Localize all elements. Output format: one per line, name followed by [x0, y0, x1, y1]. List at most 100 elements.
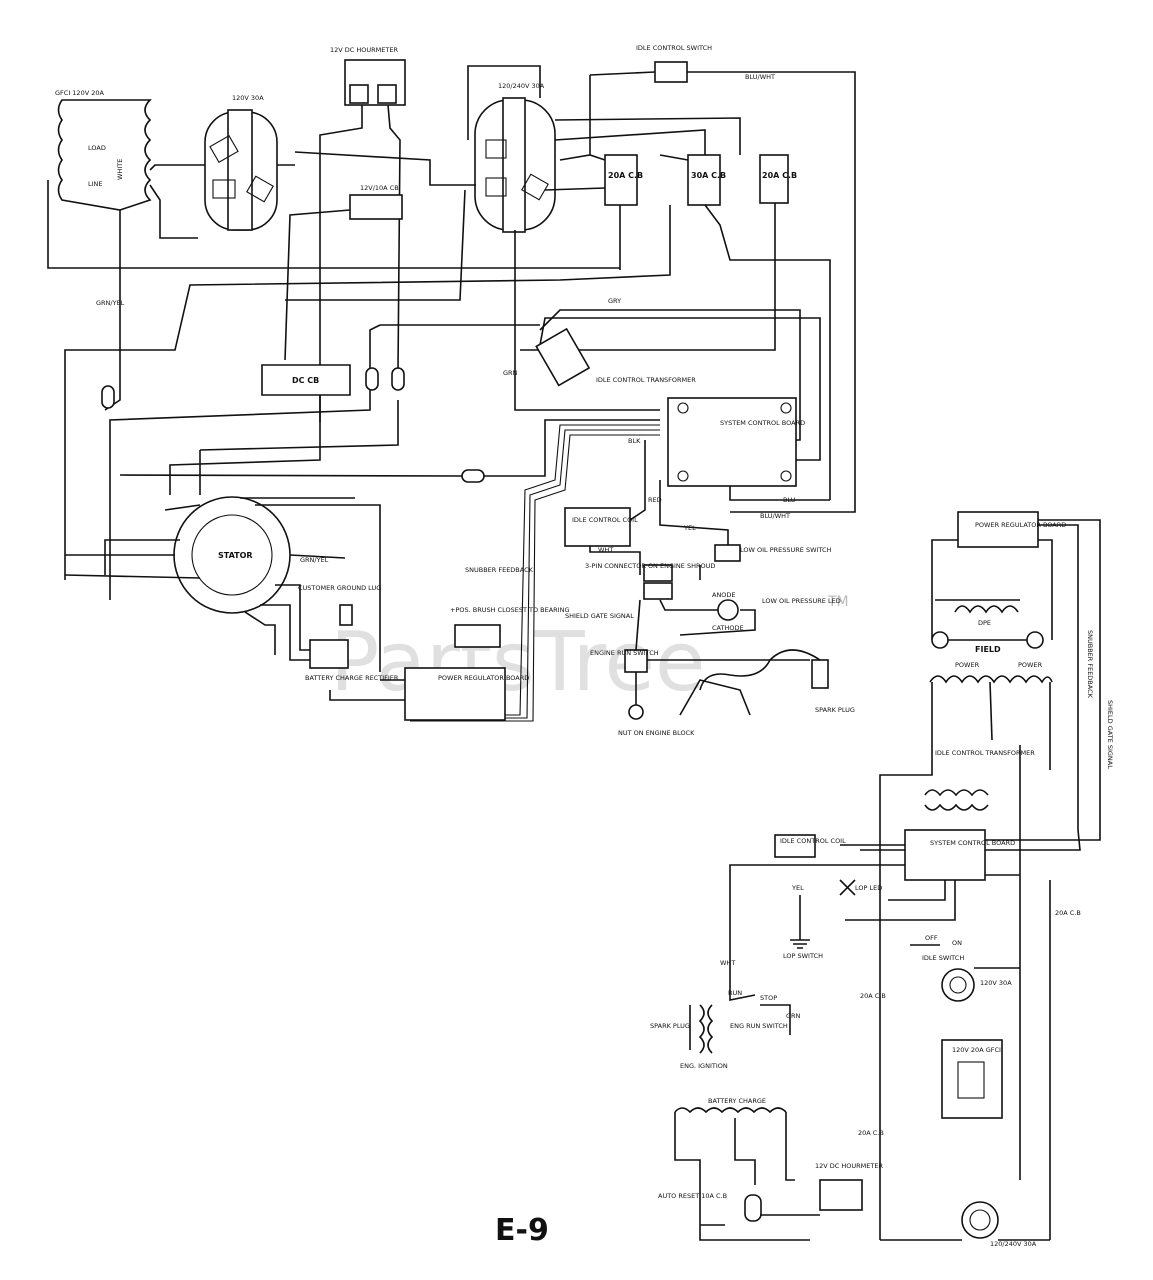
wht-label: WHT — [598, 546, 613, 554]
idle-switch-label: IDLE SWITCH — [922, 954, 964, 962]
recept-120v-right-label: 120V 30A — [980, 979, 1012, 987]
low-oil-led: ANODE CATHODE LOW OIL PRESSURE LED — [659, 591, 841, 636]
idle-control-coil: IDLE CONTROL COIL — [564, 440, 646, 575]
ict-right-label: IDLE CONTROL TRANSFORMER — [935, 749, 1035, 757]
lop-switch-label: LOP SWITCH — [783, 952, 823, 960]
stator-label: STATOR — [218, 551, 253, 560]
rectifier-label: BATTERY CHARGE RECTIFIER — [305, 674, 399, 682]
shield-gate-right-label: SHIELD GATE SIGNAL — [1106, 700, 1114, 769]
cb-30a-top: 30A C.B — [687, 154, 726, 206]
blu-wht-top: BLU/WHT — [745, 73, 775, 81]
battery-charge-label: BATTERY CHARGE — [708, 1097, 766, 1105]
gfci-right: 120V 20A GFCI — [941, 1039, 1003, 1119]
recept-240v-label: 120/240V 30A — [498, 82, 545, 90]
dpe-label: DPE — [978, 619, 991, 627]
three-pin-connector: 3-PIN CONNECTOR ON ENGINE SHROUD WHT — [585, 546, 715, 600]
battery-charge: BATTERY CHARGE — [674, 1097, 795, 1190]
fuse-mid-1 — [365, 367, 379, 391]
gfci-right-label: 120V 20A GFCI — [952, 1046, 1001, 1054]
power-coils: POWER POWER — [929, 661, 1053, 770]
yel-label: YEL — [683, 524, 696, 532]
idle-control-switch: IDLE CONTROL SWITCH BLU/WHT — [589, 44, 856, 513]
watermark: PartsTree — [330, 615, 705, 710]
blk-label: BLK — [628, 437, 641, 445]
anode-label: ANODE — [712, 591, 736, 599]
power-2-label: POWER — [1018, 661, 1043, 669]
field-coil: DPE FIELD — [931, 599, 1044, 654]
gfci-outlet: GFCI 120V 20A LOAD LINE WHITE — [47, 89, 620, 290]
dc-circuit-breaker: DC CB — [261, 364, 351, 396]
auto-reset-label: AUTO RESET 10A C.B — [658, 1192, 727, 1200]
cb-12v-label: 12V/10A CB — [360, 184, 399, 192]
lop-led-label: LOP LED — [855, 884, 882, 892]
grn-label: GRN — [503, 369, 518, 377]
prb-right-label: POWER REGULATOR BOARD — [975, 521, 1066, 529]
eng-ignition-label: ENG. IGNITION — [680, 1062, 728, 1070]
grn-yel-stator: GRN/YEL — [300, 556, 329, 564]
power-regulator-board: POWER REGULATOR BOARD +POS. BRUSH CLOSES… — [329, 606, 570, 721]
cb-30a-label: 30A C.B — [691, 171, 726, 180]
stator: STATOR GRN/YEL — [64, 496, 381, 672]
circuit-breaker-12v-10a: 12V/10A CB — [284, 184, 403, 361]
snubber-right-label: SNUBBER FEEDBACK — [1086, 630, 1094, 699]
idle-control-coil-label: IDLE CONTROL COIL — [572, 516, 638, 524]
cb-20a-r2-label: 20A C.B — [860, 992, 886, 1000]
hourmeter-top-label: 12V DC HOURMETER — [330, 46, 398, 54]
field-label: FIELD — [975, 645, 1001, 654]
cb-20a-label: 20A C.B — [608, 171, 643, 180]
power-1-label: POWER — [955, 661, 980, 669]
system-control-board-right: SYSTEM CONTROL BOARD — [729, 829, 1020, 950]
figure-id: E-9 — [495, 1213, 549, 1248]
snubber-feedback-label: SNUBBER FEEDBACK — [465, 566, 534, 574]
spark-plug-right-label: SPARK PLUG — [650, 1022, 690, 1030]
idle-control-transformer-right: IDLE CONTROL TRANSFORMER — [879, 740, 1035, 1240]
receptacle-120v-30a: 120V 30A — [204, 94, 278, 231]
red-label: RED — [648, 496, 662, 504]
lop-switch-right: LOP SWITCH YEL — [783, 884, 823, 960]
stop-label: STOP — [760, 994, 777, 1002]
hourmeter-bottom: 12V DC HOURMETER — [744, 1162, 883, 1222]
gry-label: GRY — [608, 297, 621, 305]
load-label: LOAD — [88, 144, 106, 152]
cb-20a-top: 20A C.B — [604, 154, 643, 206]
cb-20a-right-1: 20A C.B — [1055, 909, 1081, 917]
hourmeter-bottom-label: 12V DC HOURMETER — [815, 1162, 883, 1170]
white-label: WHITE — [116, 159, 124, 180]
wht-right-label: WHT — [720, 959, 735, 967]
battery-charge-rectifier: BATTERY CHARGE RECTIFIER — [305, 639, 399, 682]
on-label: ON — [952, 939, 962, 947]
shield-gate-signal-label: SHIELD GATE SIGNAL — [565, 612, 634, 620]
idle-control-switch-label: IDLE CONTROL SWITCH — [636, 44, 712, 52]
gfci-label: GFCI 120V 20A — [55, 89, 104, 97]
spark-plug-label: SPARK PLUG — [815, 706, 855, 714]
power-reg-label: POWER REGULATOR BOARD — [438, 674, 529, 682]
idle-switch-right: OFF ON IDLE SWITCH — [910, 934, 964, 962]
cb-20a-r1-label: 20A C.B — [1055, 909, 1081, 917]
blu-wht-label: BLU/WHT — [760, 512, 790, 520]
line-label: LINE — [88, 180, 103, 188]
trademark: TM — [827, 594, 849, 610]
pos-brush-label: +POS. BRUSH CLOSEST TO BEARING — [450, 606, 570, 614]
cb-20a-right-3: 20A C.B — [858, 1129, 884, 1137]
idle-ctrl-transformer-label: IDLE CONTROL TRANSFORMER — [596, 376, 696, 384]
customer-ground-lug: CUSTOMER GROUND LUG — [298, 584, 381, 626]
eng-run-switch-label: ENG RUN SWITCH — [730, 1022, 788, 1030]
nut-label: NUT ON ENGINE BLOCK — [618, 729, 695, 737]
lop-led-right: LOP LED — [839, 879, 882, 896]
grn-right-label: GRN — [786, 1012, 801, 1020]
hourmeter-top: 12V DC HOURMETER — [319, 46, 406, 422]
power-regulator-board-right: POWER REGULATOR BOARD SNUBBER FEEDBACK S… — [931, 511, 1114, 851]
auto-reset-cb: AUTO RESET 10A C.B — [658, 1190, 810, 1241]
eng-ignition: SPARK PLUG ENG. IGNITION — [650, 1004, 728, 1070]
receptacle-240v-right: 120/240V 30A — [880, 880, 1051, 1248]
cb-20a-r3-label: 20A C.B — [858, 1129, 884, 1137]
engine-run-switch: ENGINE RUN SWITCH NUT ON ENGINE BLOCK — [590, 599, 810, 737]
yel-right-label: YEL — [791, 884, 804, 892]
receptacle-120-240v-30a: 120/240V 30A — [294, 65, 556, 233]
idle-coil-right-label: IDLE CONTROL COIL — [780, 837, 846, 845]
fuse-44 — [119, 419, 660, 483]
eng-run-switch-right: WHT RUN STOP ENG RUN SWITCH GRN — [720, 950, 801, 1035]
low-oil-switch-label: LOW OIL PRESSURE SWITCH — [740, 546, 832, 554]
ground-lug-label: CUSTOMER GROUND LUG — [298, 584, 381, 592]
